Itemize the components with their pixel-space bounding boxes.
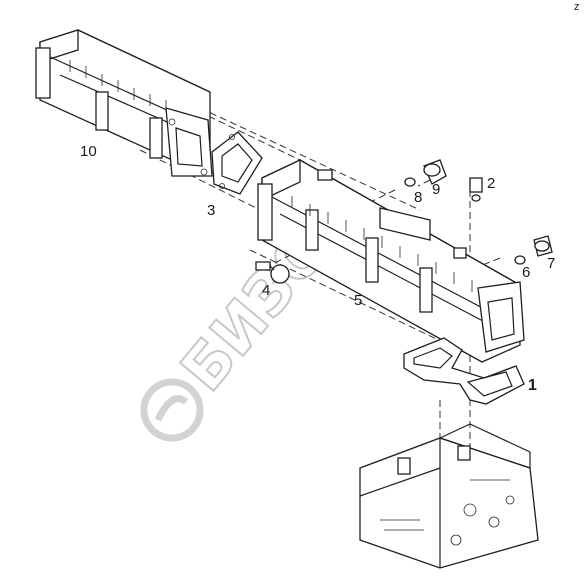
callout-9: 9 xyxy=(432,181,440,198)
watermark-logo xyxy=(140,378,204,442)
callout-labels: 10 3 8 9 2 6 7 4 5 1 xyxy=(80,143,555,394)
callout-2: 2 xyxy=(487,175,495,192)
sensor-part-4 xyxy=(255,261,290,284)
gasket-part-1 xyxy=(403,337,525,405)
fitting-part-7 xyxy=(533,235,553,257)
callout-7: 7 xyxy=(547,255,555,272)
callout-10: 10 xyxy=(80,143,97,160)
cylinder-head xyxy=(359,423,539,569)
callout-6: 6 xyxy=(522,264,530,281)
callout-1: 1 xyxy=(528,377,537,394)
fitting-part-9 xyxy=(423,159,447,185)
manifold-right-section xyxy=(257,158,525,363)
callout-4: 4 xyxy=(262,282,270,299)
washer-part-8 xyxy=(404,177,416,187)
gasket-part-3 xyxy=(211,131,263,195)
callout-8: 8 xyxy=(414,189,422,206)
manifold-left-section xyxy=(35,29,213,177)
callout-5: 5 xyxy=(354,292,362,309)
callout-3: 3 xyxy=(207,202,215,219)
plug-part-2 xyxy=(469,177,483,202)
corner-mark: z xyxy=(574,1,580,13)
washer-part-6 xyxy=(514,255,526,265)
